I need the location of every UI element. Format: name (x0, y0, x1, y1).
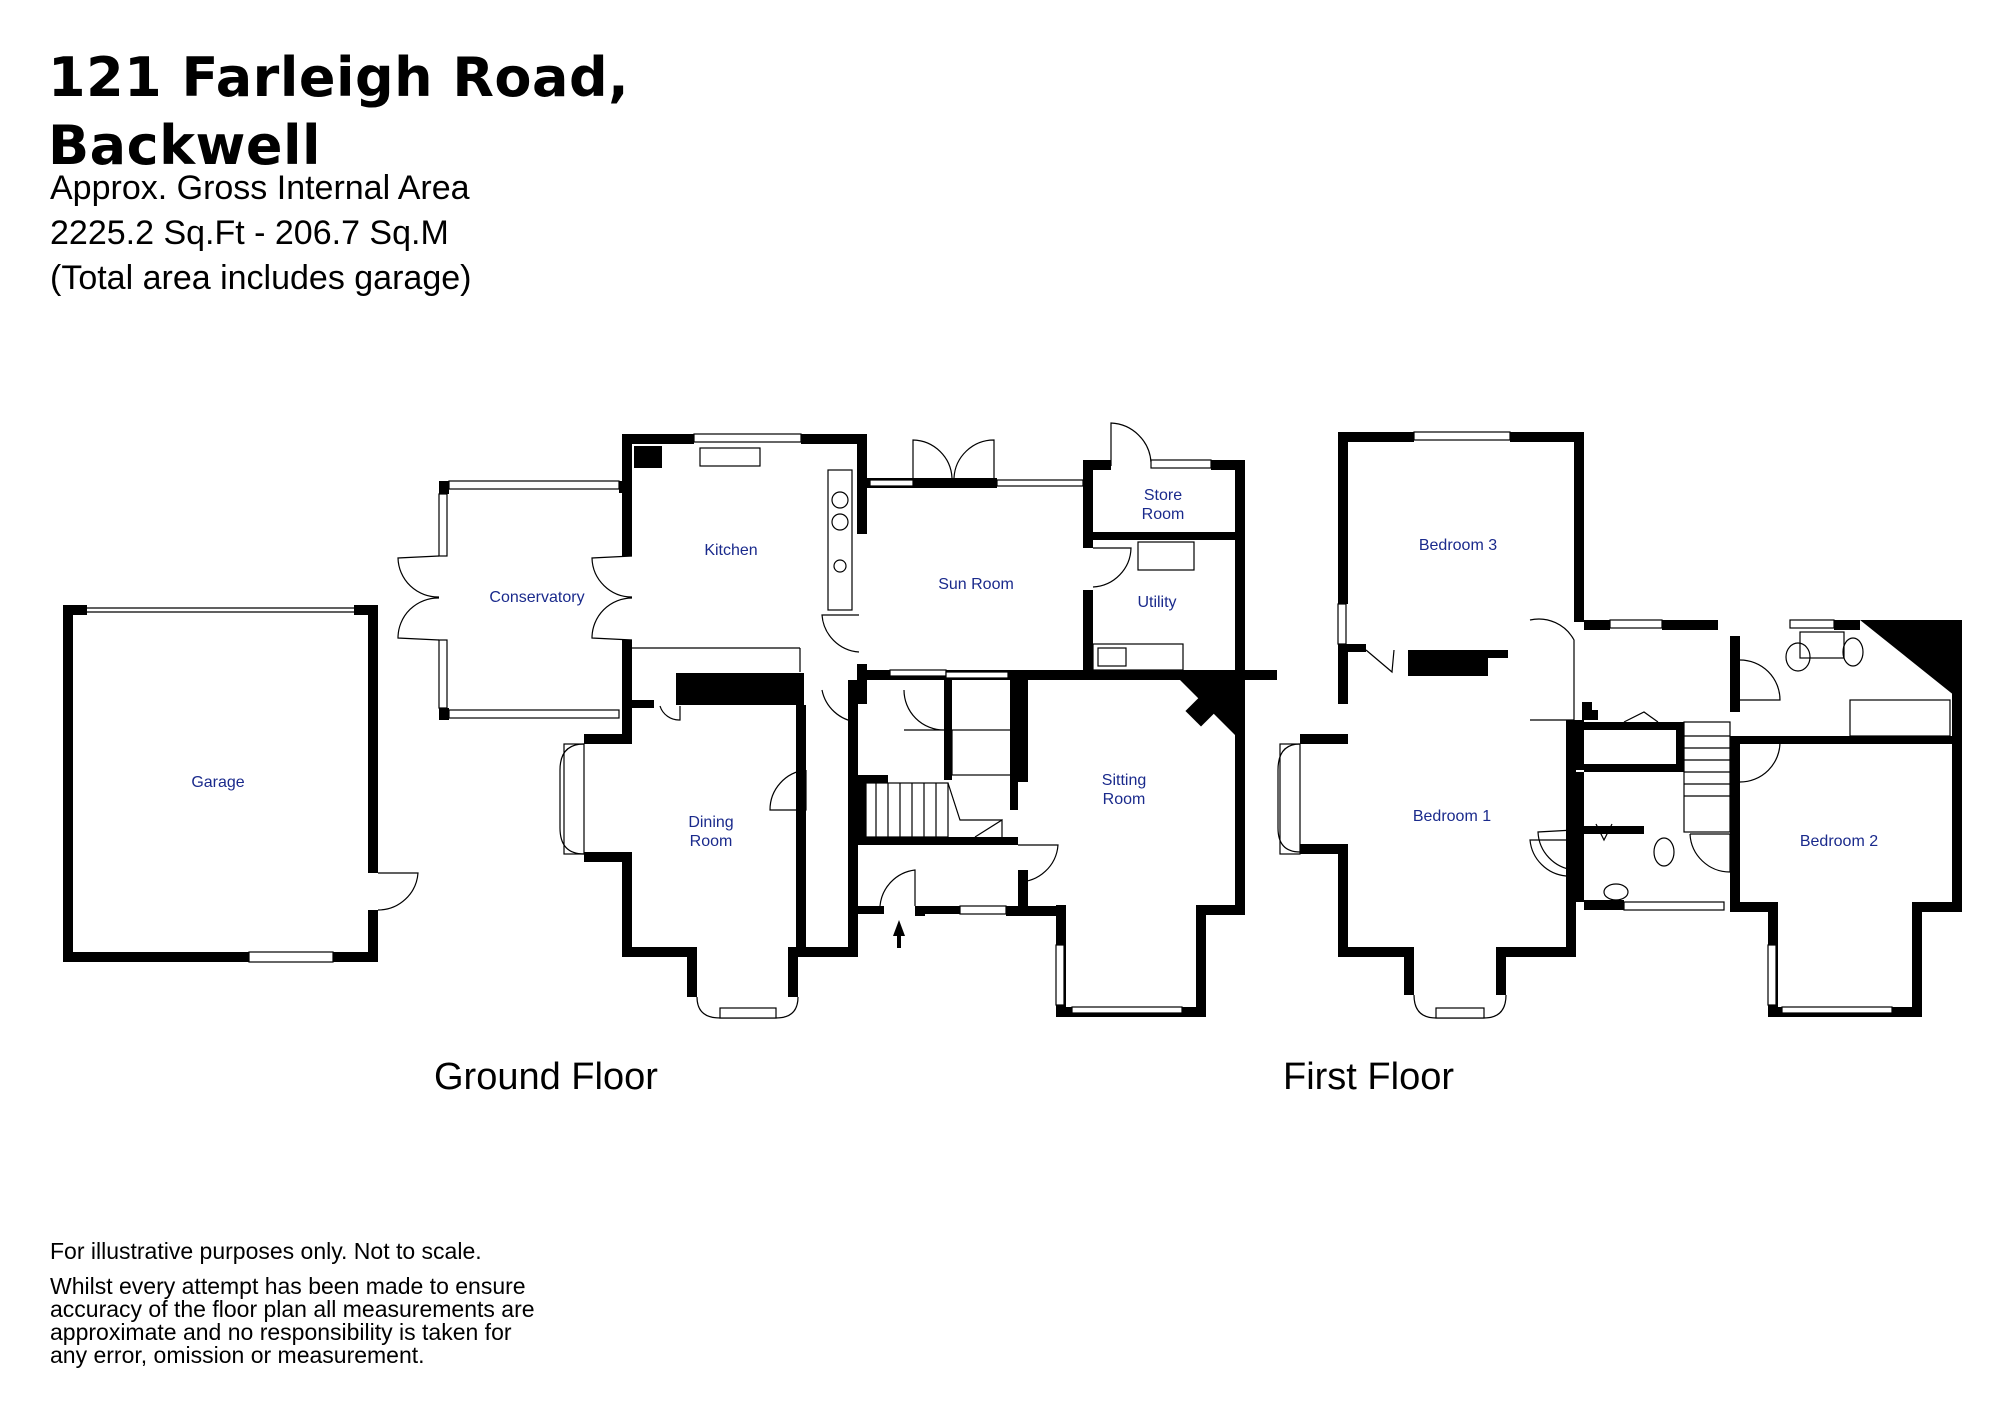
disclaimer-line-2: Whilst every attempt has been made to en… (50, 1273, 526, 1299)
dining-room (559, 672, 858, 1019)
first-floor-label: First Floor (1283, 1056, 1454, 1098)
disclaimer-line-5: any error, omission or measurement. (50, 1342, 425, 1368)
disclaimer-line-4: approximate and no responsibility is tak… (50, 1319, 512, 1345)
property-title: 121 Farleigh Road, Backwell (48, 44, 629, 180)
sun-room (821, 439, 1277, 723)
disclaimer-note: For illustrative purposes only. Not to s… (50, 1238, 482, 1264)
address-line-1: 121 Farleigh Road, (48, 46, 630, 109)
disclaimer-line-3: accuracy of the floor plan all measureme… (50, 1296, 535, 1322)
bedroom-2-label: Bedroom 2 (1800, 833, 1878, 850)
utility (1083, 541, 1195, 680)
garage-label: Garage (191, 774, 244, 791)
area-summary: Approx. Gross Internal Area 2225.2 Sq.Ft… (50, 166, 471, 301)
utility-label: Utility (1137, 594, 1176, 611)
sun-room-label: Sun Room (938, 576, 1014, 593)
first-floor (1277, 431, 1962, 1019)
bedroom-1-label: Bedroom 1 (1413, 808, 1491, 825)
sitting-room-label-1: Sitting (1102, 772, 1146, 789)
garage (63, 605, 419, 963)
kitchen-label: Kitchen (704, 542, 757, 559)
sitting-room (1018, 672, 1245, 1017)
dining-room-label-1: Dining (688, 814, 733, 831)
address-line-2: Backwell (48, 114, 322, 177)
store-room-label-1: Store (1144, 487, 1182, 504)
hallway (769, 680, 1064, 957)
area-line-2: 2225.2 Sq.Ft - 206.7 Sq.M (50, 214, 449, 252)
bedroom-3-label: Bedroom 3 (1419, 537, 1497, 554)
sitting-room-label-2: Room (1103, 791, 1146, 808)
area-line-1: Approx. Gross Internal Area (50, 169, 470, 207)
conservatory-label: Conservatory (489, 589, 584, 606)
store-room-label-2: Room (1142, 506, 1185, 523)
dining-room-label-2: Room (690, 833, 733, 850)
disclaimer-text: Whilst every attempt has been made to en… (50, 1275, 535, 1367)
ground-floor-label: Ground Floor (434, 1056, 658, 1098)
area-line-3: (Total area includes garage) (50, 259, 472, 297)
